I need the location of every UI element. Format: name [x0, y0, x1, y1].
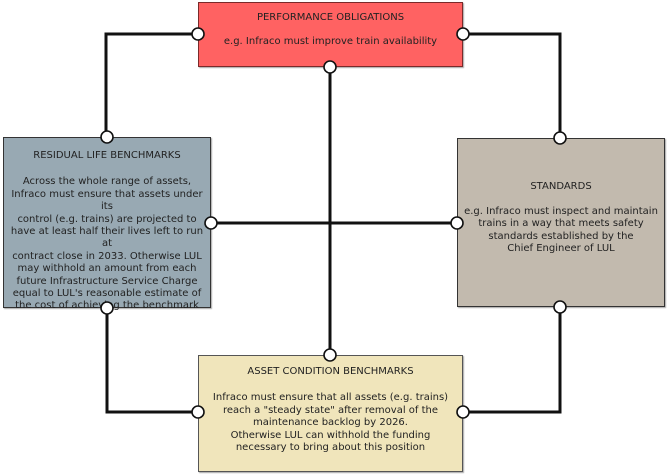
residual-line: future Infrastructure Service Charge — [16, 275, 198, 287]
residual-title: RESIDUAL LIFE BENCHMARKS — [33, 150, 181, 161]
connection-point-residual-right[interactable] — [204, 216, 218, 230]
connection-point-residual-top[interactable] — [100, 130, 114, 144]
connection-point-asset-right[interactable] — [456, 405, 470, 419]
asset-title: ASSET CONDITION BENCHMARKS — [247, 366, 414, 377]
residual-line: may withhold an amount from each — [17, 263, 197, 275]
connection-point-performance-right[interactable] — [456, 27, 470, 41]
standards-line: trains in a way that meets safety — [478, 218, 644, 230]
connection-point-standards-bottom[interactable] — [553, 300, 567, 314]
connection-point-asset-top[interactable] — [323, 348, 337, 362]
connection-point-residual-bottom[interactable] — [100, 301, 114, 315]
residual-line: have at least half their lives left to r… — [10, 226, 204, 250]
asset-line: reach a "steady state" after removal of … — [222, 404, 439, 416]
residual-line: Infraco must ensure that assets under it… — [11, 188, 203, 213]
connector-residual-asset — [105, 308, 198, 414]
residual-line: control (e.g. trains) are projected to — [17, 213, 197, 225]
connection-point-standards-top[interactable] — [553, 131, 567, 145]
asset-condition-benchmarks-box[interactable]: ASSET CONDITION BENCHMARKS Infraco must … — [198, 355, 463, 472]
residual-life-benchmarks-box[interactable]: RESIDUAL LIFE BENCHMARKS Across the whol… — [3, 137, 211, 311]
asset-line: Infraco must ensure that all assets (e.g… — [212, 392, 449, 404]
asset-line: maintenance backlog by 2026. — [253, 417, 408, 429]
connection-point-standards-left[interactable] — [450, 216, 464, 230]
connector-standards-asset — [463, 307, 562, 414]
connection-point-performance-left[interactable] — [191, 27, 205, 41]
residual-line: equal to LUL's reasonable estimate of — [12, 288, 202, 300]
connection-point-performance-bottom[interactable] — [323, 60, 337, 74]
asset-body: Infraco must ensure that all assets (e.g… — [213, 392, 448, 454]
residual-line: Across the whole range of assets, — [22, 176, 192, 188]
connection-point-asset-left[interactable] — [191, 405, 205, 419]
standards-line: e.g. Infraco must inspect and maintain — [464, 205, 658, 217]
asset-line: necessary to bring about this position — [235, 442, 426, 454]
performance-title: PERFORMANCE OBLIGATIONS — [256, 12, 405, 23]
standards-box[interactable]: STANDARDS e.g. Infraco must inspect and … — [457, 138, 665, 307]
standards-line: standards established by the — [488, 230, 634, 242]
performance-obligations-box[interactable]: PERFORMANCE OBLIGATIONS e.g. Infraco mus… — [198, 2, 463, 67]
standards-line: Chief Engineer of LUL — [507, 243, 615, 255]
asset-line: Otherwise LUL can withhold the funding — [230, 429, 431, 441]
connector-performance-standards — [463, 32, 562, 138]
standards-title: STANDARDS — [530, 181, 592, 193]
standards-body: e.g. Infraco must inspect and maintain t… — [464, 206, 658, 256]
residual-line: contract close in 2033. Otherwise LUL — [12, 250, 202, 262]
connector-performance-residual — [104, 32, 198, 137]
performance-body: e.g. Infraco must improve train availabi… — [223, 36, 438, 48]
